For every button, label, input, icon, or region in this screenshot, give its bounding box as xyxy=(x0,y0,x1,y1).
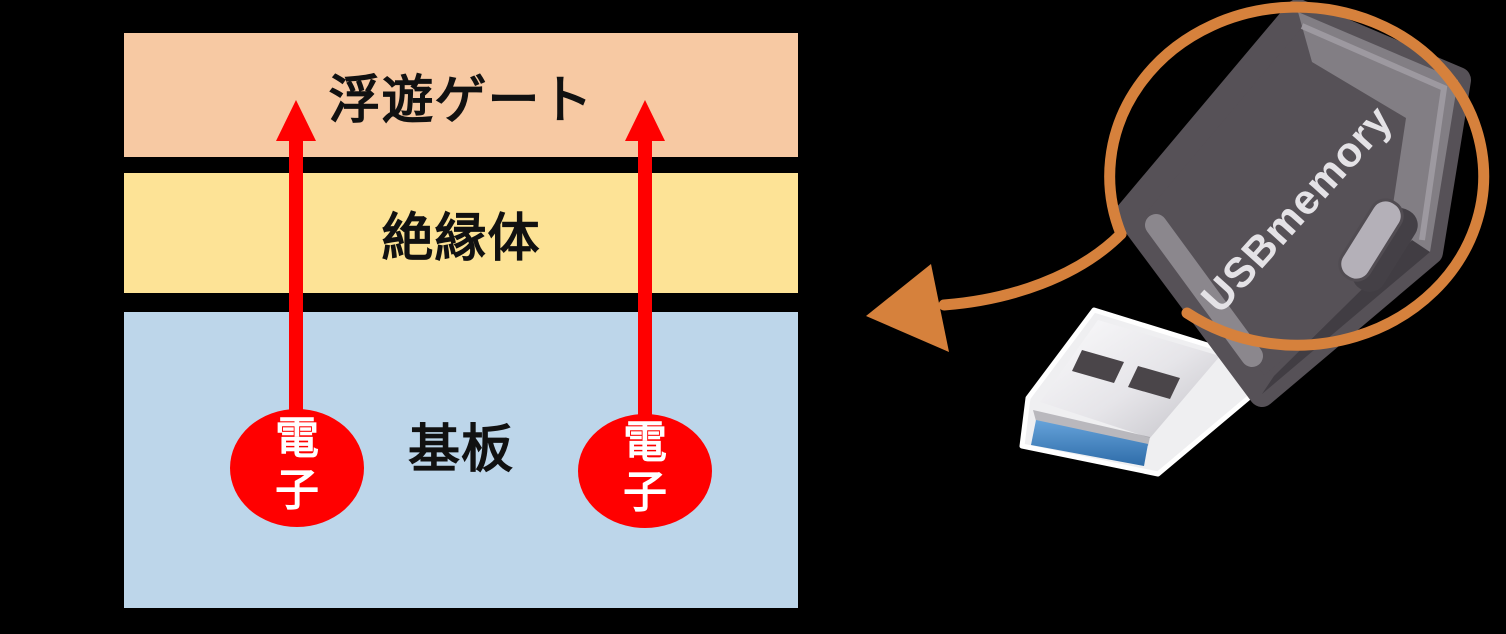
usb-connector-slot-icon xyxy=(1128,366,1180,399)
usb-slider-button xyxy=(1338,198,1404,282)
usb-body-end-cap xyxy=(1298,12,1458,252)
layer-insulator: 絶縁体 xyxy=(124,173,798,293)
electron-right-char-2: 子 xyxy=(623,468,667,517)
usb-connector-slot-icon xyxy=(1072,350,1124,383)
up-arrow-left xyxy=(276,100,316,414)
layer-floating-gate: 浮遊ゲート xyxy=(124,33,798,157)
callout-arrow-head xyxy=(866,264,949,352)
usb-body-end-cap-highlight xyxy=(1300,23,1448,241)
usb-body-bottom-shade xyxy=(1262,240,1430,394)
usb-connector-blue-tongue xyxy=(1031,420,1148,466)
up-arrow-right xyxy=(625,100,665,418)
electron-right-circle xyxy=(578,414,712,528)
usb-connector-opening-shadow xyxy=(1033,410,1150,446)
electron-left-circle xyxy=(230,409,364,527)
up-arrow-left-head xyxy=(276,100,316,141)
floating-gate-label: 浮遊ゲート xyxy=(328,71,594,130)
callout-arrow-tail xyxy=(938,228,1127,311)
usb-body: USBmemory xyxy=(1115,0,1471,407)
highlight-ring xyxy=(1104,1,1490,351)
electron-left-char-2: 子 xyxy=(275,466,319,515)
electron-right: 電 子 xyxy=(578,414,712,528)
up-arrow-right-head xyxy=(625,100,665,141)
highlight-ring-and-arrow xyxy=(866,1,1490,352)
electron-left: 電 子 xyxy=(230,409,364,527)
usb-connector-top-face xyxy=(1040,320,1220,438)
electron-left-char-1: 電 xyxy=(275,414,319,463)
insulator-label: 絶縁体 xyxy=(381,209,541,268)
usb-connector xyxy=(1019,307,1261,477)
electron-right-char-1: 電 xyxy=(623,418,667,467)
substrate-label: 基板 xyxy=(407,420,514,479)
